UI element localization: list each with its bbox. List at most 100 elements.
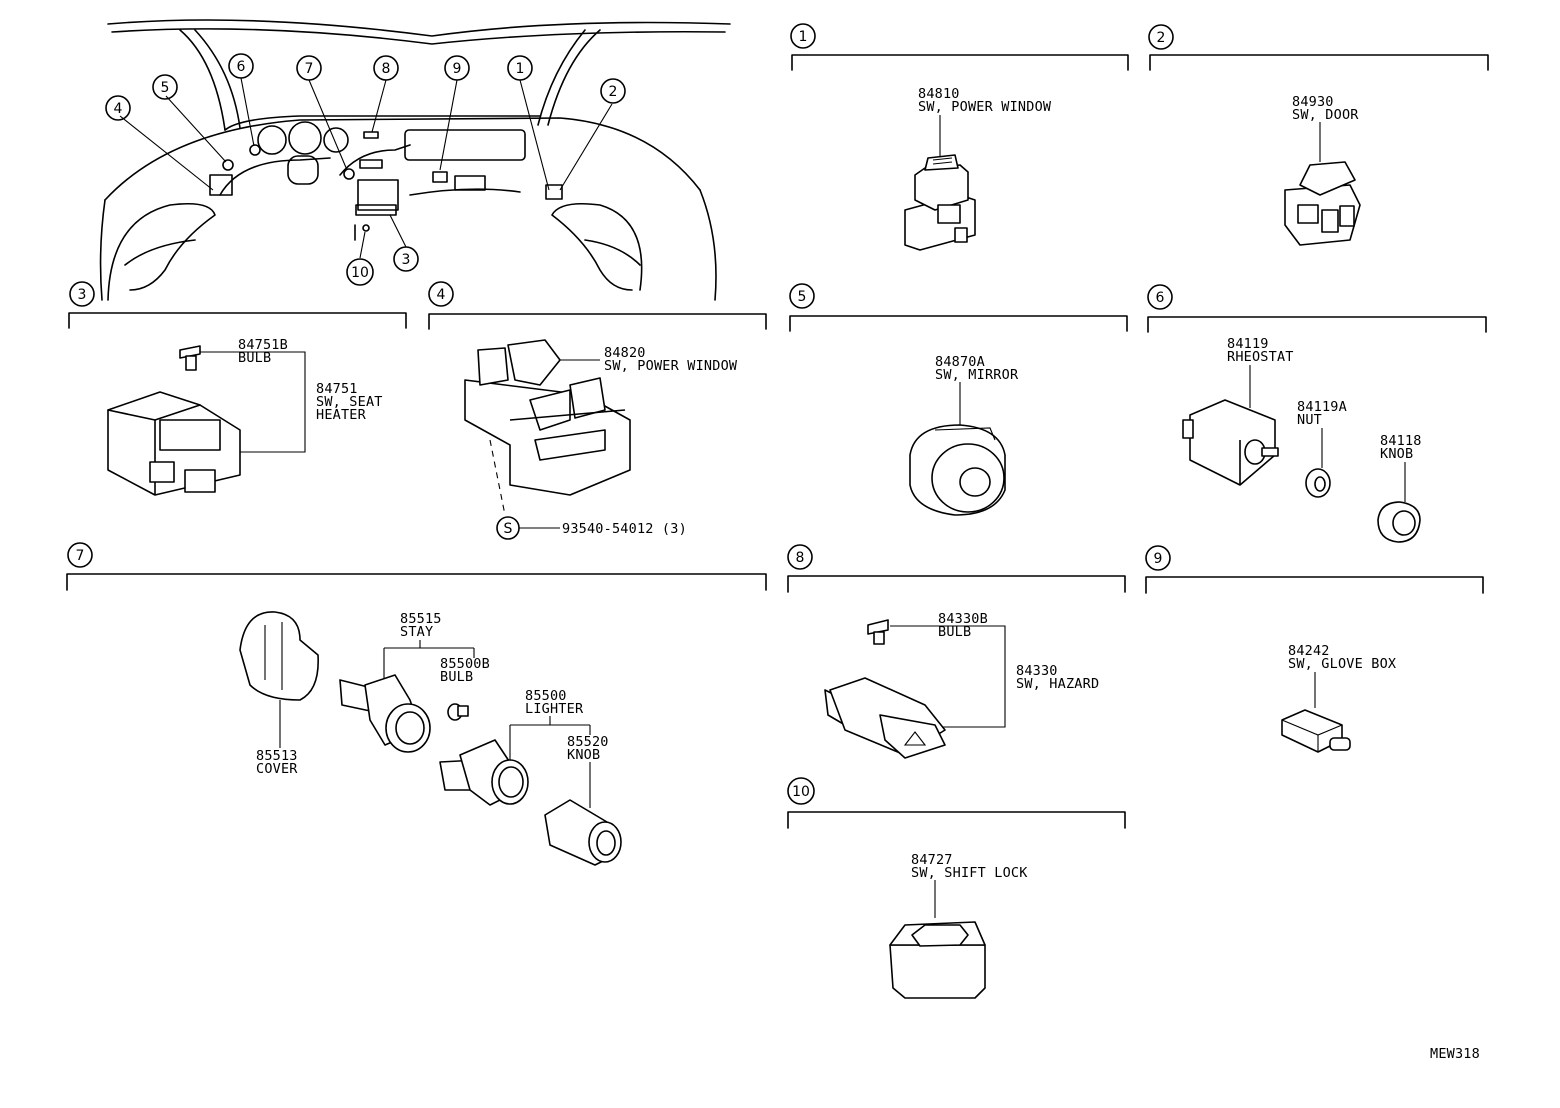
screw-symbol: S	[496, 516, 520, 540]
part-84727-number: 84727	[911, 852, 953, 868]
part-84870a-number: 84870A	[935, 354, 985, 370]
lighter-socket-drawing	[439, 739, 529, 806]
part-85500-number: 85500	[525, 688, 567, 704]
part-84820-number: 84820	[604, 345, 646, 361]
overview-callout-10[interactable]: 10	[346, 258, 374, 286]
section-1: 1 84810 SW, POWER WINDOW	[790, 23, 1129, 251]
power-window-switch-drawing	[904, 154, 976, 251]
master-power-window-switch-drawing	[464, 339, 631, 496]
svg-text:8: 8	[382, 61, 391, 77]
part-84930-number: 84930	[1292, 94, 1334, 110]
hazard-bulb-drawing	[867, 619, 889, 645]
section-10-callout[interactable]: 10	[787, 777, 815, 805]
section-10: 10 84727 SW, SHIFT LOCK	[787, 777, 1126, 999]
section-3-callout[interactable]: 3	[69, 281, 95, 307]
svg-text:10: 10	[351, 265, 369, 281]
svg-text:4: 4	[437, 287, 446, 303]
section-6-callout[interactable]: 6	[1147, 284, 1173, 310]
part-84119a-name: NUT	[1297, 412, 1322, 428]
part-84751-name1: SW, SEAT	[316, 394, 383, 410]
svg-text:2: 2	[609, 84, 618, 100]
section-2-callout[interactable]: 2	[1148, 24, 1174, 50]
part-85500b-name: BULB	[440, 669, 473, 685]
diagram-code: MEW318	[1430, 1046, 1480, 1062]
section-9: 9 84242 SW, GLOVE BOX	[1145, 545, 1484, 753]
svg-text:6: 6	[1156, 290, 1165, 306]
part-84820-name: SW, POWER WINDOW	[604, 358, 738, 374]
section-3: 3 84751B BULB 84751 SW, SEAT HEATER	[68, 281, 407, 496]
part-84751-name2: HEATER	[316, 407, 367, 423]
svg-text:10: 10	[792, 784, 810, 800]
lighter-stay-drawing	[339, 674, 431, 753]
part-84119-name: RHEOSTAT	[1227, 349, 1294, 365]
svg-text:7: 7	[305, 61, 314, 77]
part-84870a-name: SW, MIRROR	[935, 367, 1019, 383]
rheostat-knob-drawing	[1377, 501, 1421, 543]
mirror-switch-drawing	[909, 424, 1006, 516]
section-8: 8 84330B BULB 84330 SW, HAZARD	[787, 544, 1126, 759]
svg-text:8: 8	[796, 550, 805, 566]
svg-text:9: 9	[453, 61, 462, 77]
part-84242-number: 84242	[1288, 643, 1330, 659]
lighter-cover-drawing	[239, 611, 319, 701]
part-84330b-name: BULB	[938, 624, 971, 640]
overview-callout-6[interactable]: 6	[228, 53, 254, 79]
section-2: 2 84930 SW, DOOR	[1148, 24, 1489, 246]
svg-text:1: 1	[799, 29, 808, 45]
part-84118-number: 84118	[1380, 433, 1422, 449]
section-6: 6 84119 RHEOSTAT 84119A NUT 84118 KNOB	[1147, 284, 1487, 543]
svg-text:2: 2	[1157, 30, 1166, 46]
part-85500b-number: 85500B	[440, 656, 490, 672]
overview-callout-8[interactable]: 8	[373, 55, 399, 81]
overview-callout-7[interactable]: 7	[296, 55, 322, 81]
door-switch-drawing	[1284, 161, 1361, 246]
svg-text:4: 4	[114, 101, 123, 117]
part-84751-number: 84751	[316, 381, 358, 397]
section-5-callout[interactable]: 5	[789, 283, 815, 309]
svg-text:6: 6	[237, 59, 246, 75]
part-84330-number: 84330	[1016, 663, 1058, 679]
section-7-callout[interactable]: 7	[67, 542, 93, 568]
seat-heater-bulb-drawing	[179, 345, 201, 371]
part-84119-number: 84119	[1227, 336, 1269, 352]
section-1-callout[interactable]: 1	[790, 23, 816, 49]
part-84930-name: SW, DOOR	[1292, 107, 1359, 123]
overview-callout-3[interactable]: 3	[393, 246, 419, 272]
overview-callout-9[interactable]: 9	[444, 55, 470, 81]
svg-text:S: S	[504, 521, 513, 537]
part-85513-number: 85513	[256, 748, 298, 764]
rheostat-drawing	[1182, 399, 1279, 486]
section-4: 4 84820 SW, POWER WINDOW S 93540-54012 (…	[428, 281, 767, 540]
lighter-knob-drawing	[544, 799, 622, 866]
section-7: 7 85513 COVER 85515 STAY 85500B BULB 855…	[66, 542, 767, 866]
part-84810-number: 84810	[918, 86, 960, 102]
svg-text:9: 9	[1154, 551, 1163, 567]
lighter-bulb-drawing	[447, 703, 469, 721]
svg-text:5: 5	[161, 80, 170, 96]
rheostat-nut-drawing	[1305, 468, 1331, 498]
shift-lock-switch-drawing	[889, 921, 986, 999]
section-4-callout[interactable]: 4	[428, 281, 454, 307]
part-84118-name: KNOB	[1380, 446, 1413, 462]
part-85515-number: 85515	[400, 611, 442, 627]
part-85515-name: STAY	[400, 624, 433, 640]
part-84727-name: SW, SHIFT LOCK	[911, 865, 1028, 881]
svg-text:3: 3	[78, 287, 87, 303]
dashboard-overview: 1 2 3 4 5 6 7 8 9 10	[99, 19, 731, 301]
seat-heater-switch-drawing	[107, 391, 241, 496]
section-8-callout[interactable]: 8	[787, 544, 813, 570]
part-85520-number: 85520	[567, 734, 609, 750]
section-9-callout[interactable]: 9	[1145, 545, 1171, 571]
part-84119a-number: 84119A	[1297, 399, 1347, 415]
overview-callout-2[interactable]: 2	[600, 78, 626, 104]
svg-text:7: 7	[76, 548, 85, 564]
part-84751b-name: BULB	[238, 350, 271, 366]
part-84810-name: SW, POWER WINDOW	[918, 99, 1052, 115]
overview-callout-4[interactable]: 4	[105, 95, 131, 121]
overview-callout-5[interactable]: 5	[152, 74, 178, 100]
part-84330b-number: 84330B	[938, 611, 988, 627]
part-84751b-number: 84751B	[238, 337, 288, 353]
glove-box-switch-drawing	[1281, 709, 1351, 753]
overview-callout-1[interactable]: 1	[507, 55, 533, 81]
